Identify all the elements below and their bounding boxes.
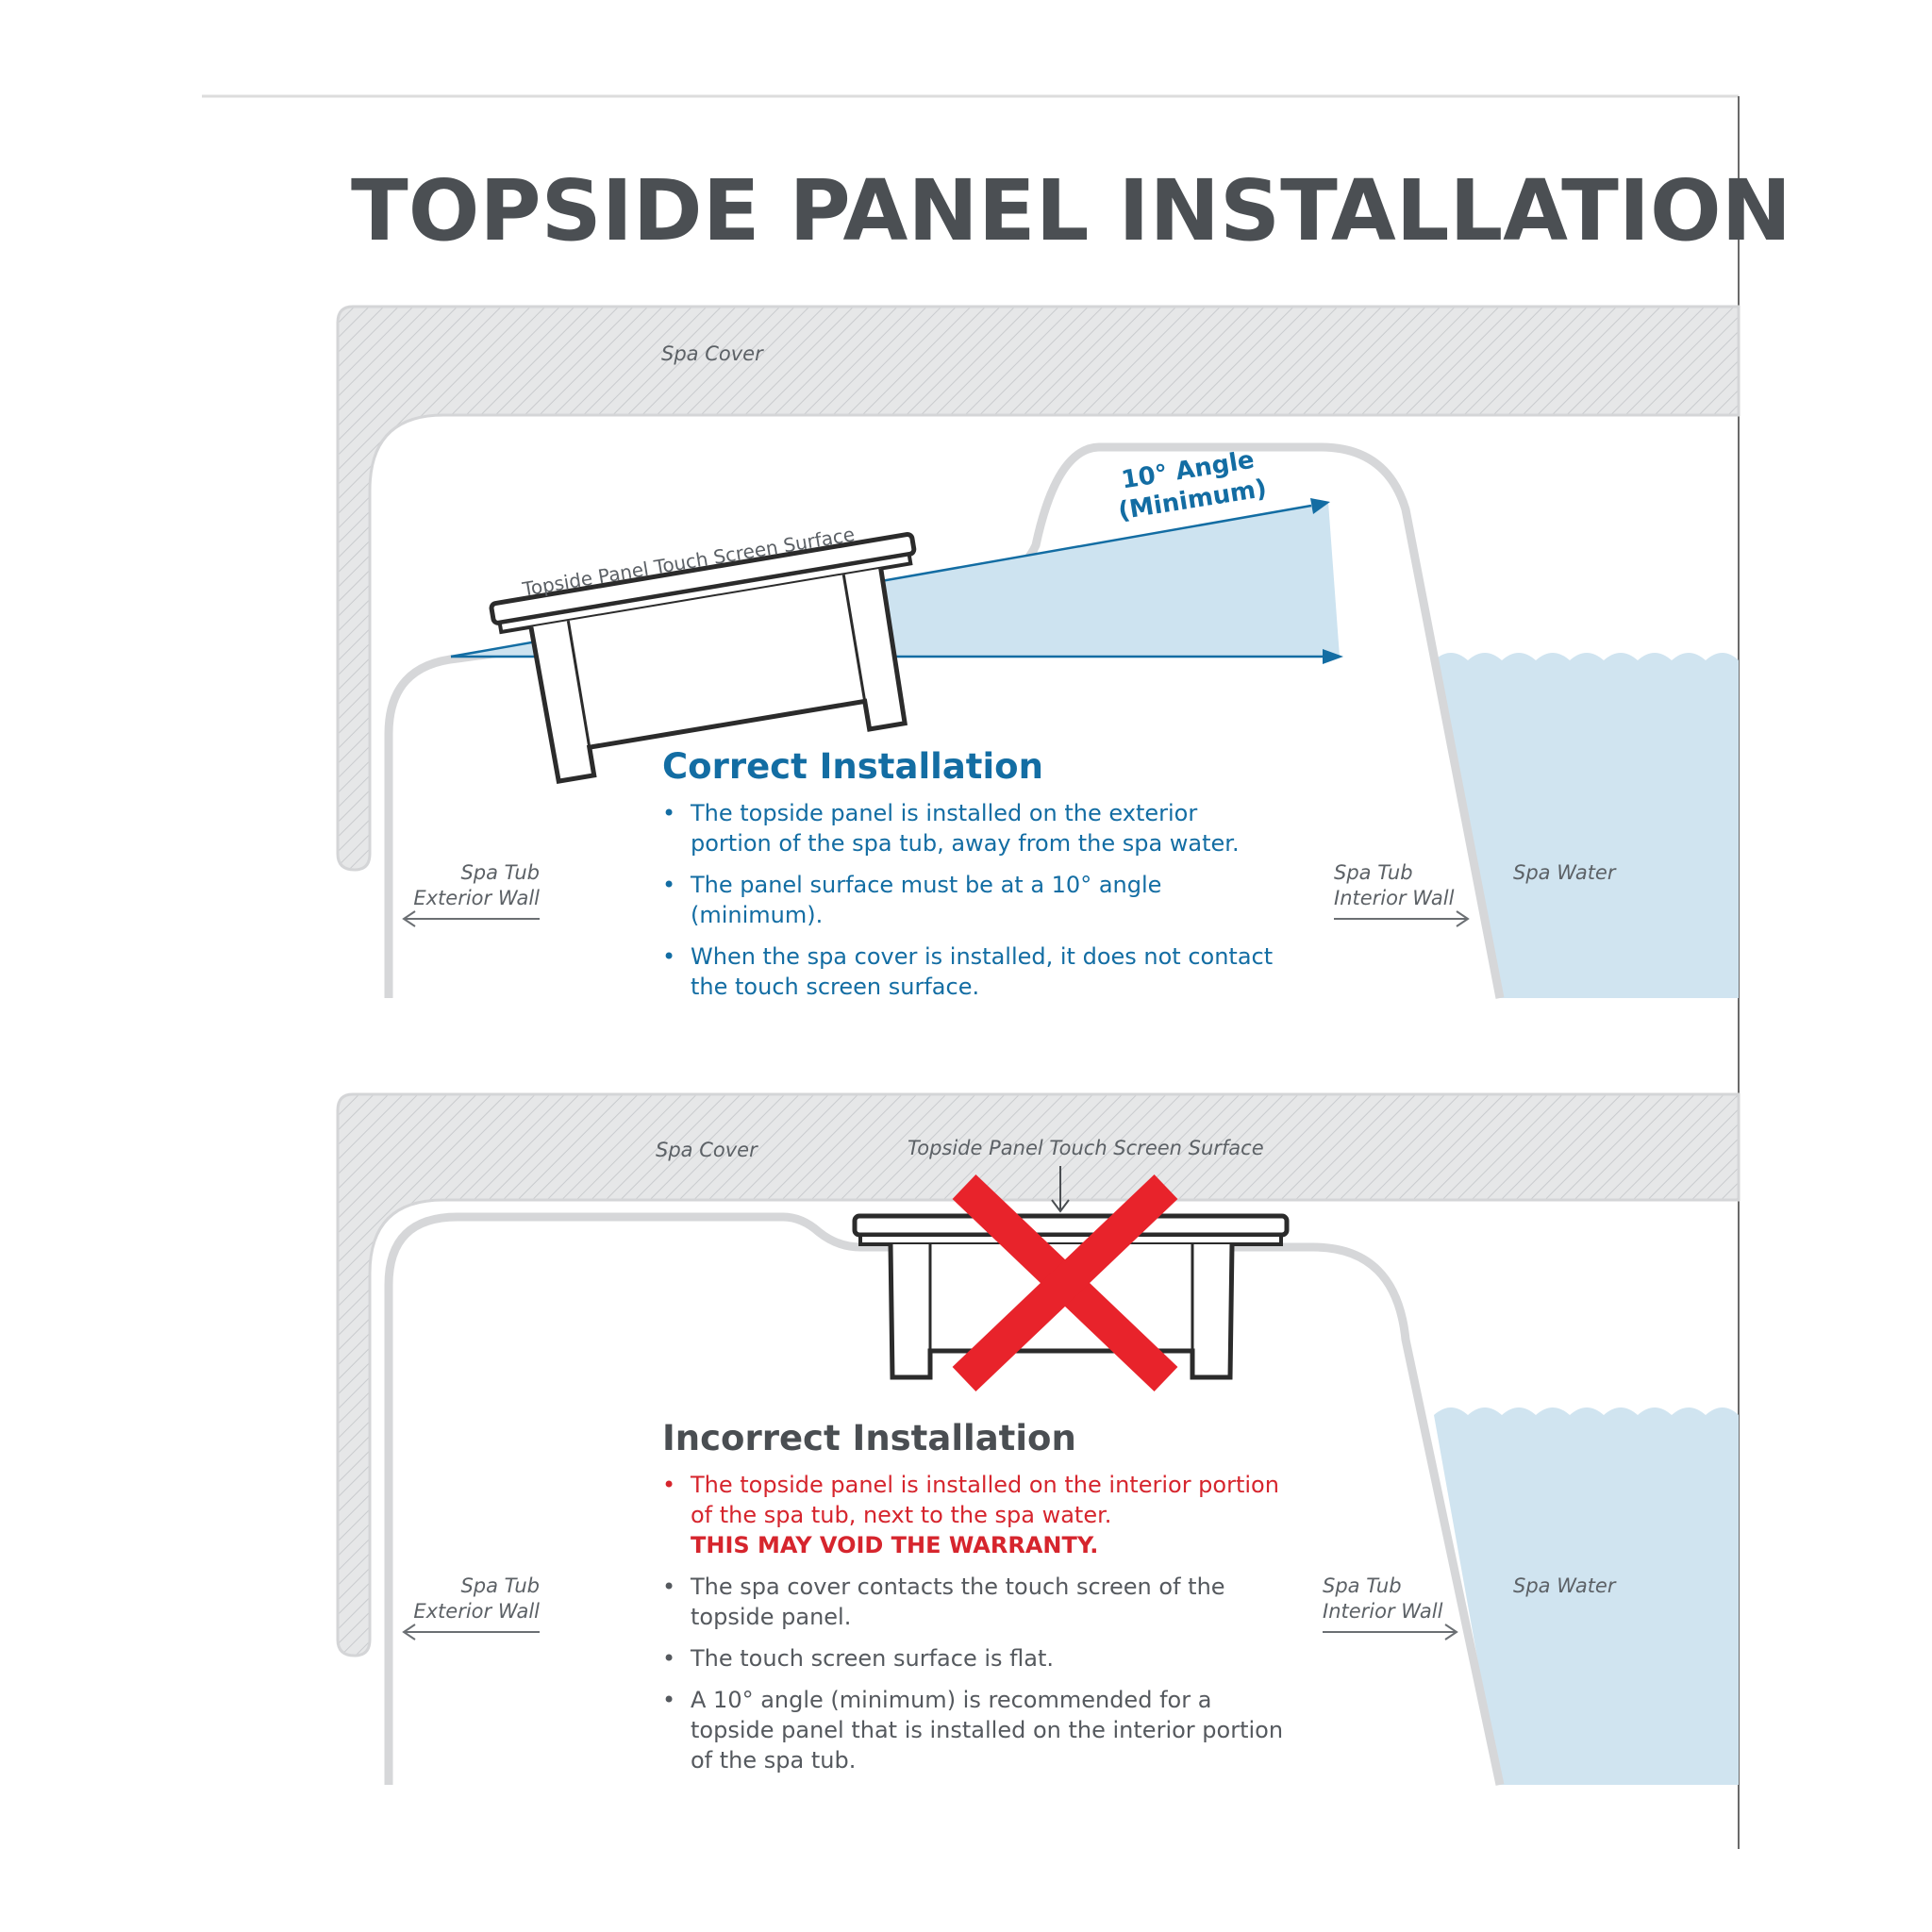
exterior-wall-label-top-line1: Spa Tub — [460, 861, 540, 884]
exterior-wall-label-bottom-line2: Exterior Wall — [413, 1600, 540, 1623]
incorrect-bullet-2: The touch screen surface is flat. — [662, 1643, 1285, 1674]
incorrect-warning-bullet: The topside panel is installed on the in… — [662, 1470, 1285, 1560]
exterior-wall-label-top-line2: Exterior Wall — [413, 887, 540, 909]
exterior-wall-label-bottom-line1: Spa Tub — [460, 1574, 540, 1597]
exterior-wall-label-bottom: Spa Tub Exterior Wall — [370, 1574, 540, 1624]
interior-wall-arrowhead-top — [1456, 910, 1470, 927]
interior-wall-arrowhead-bottom — [1444, 1624, 1458, 1641]
page-title: TOPSIDE PANEL INSTALLATION — [351, 161, 1792, 259]
topside-panel-tilted — [489, 532, 917, 784]
incorrect-warning-text: The topside panel is installed on the in… — [691, 1472, 1279, 1528]
spa-water-label-top: Spa Water — [1513, 861, 1616, 884]
incorrect-bullet-3: A 10° angle (minimum) is recommended for… — [662, 1685, 1285, 1775]
spa-tub-outline-top — [384, 442, 1505, 999]
correct-heading: Correct Installation — [662, 746, 1043, 787]
correct-bullet-list: The topside panel is installed on the ex… — [662, 798, 1285, 1013]
warranty-warning: THIS MAY VOID THE WARRANTY. — [691, 1532, 1099, 1558]
correct-bullet-1: The topside panel is installed on the ex… — [662, 798, 1285, 858]
angle-baseline-arrowhead — [1323, 649, 1343, 664]
interior-wall-label-bottom-line2: Interior Wall — [1323, 1600, 1443, 1623]
spa-tub-outline-bottom — [384, 1212, 1505, 1786]
spa-cover-label-bottom: Spa Cover — [656, 1139, 758, 1161]
spa-water-label-bottom: Spa Water — [1513, 1574, 1616, 1597]
incorrect-heading: Incorrect Installation — [662, 1418, 1076, 1458]
exterior-wall-arrowhead-bottom — [402, 1624, 416, 1641]
spa-cover-label-top: Spa Cover — [661, 342, 763, 365]
error-x-mark-b — [952, 1174, 1178, 1392]
interior-wall-label-bottom: Spa Tub Interior Wall — [1323, 1574, 1442, 1624]
correct-bullet-3: When the spa cover is installed, it does… — [662, 941, 1285, 1002]
interior-wall-label-bottom-line1: Spa Tub — [1323, 1574, 1402, 1597]
correct-bullet-2: The panel surface must be at a 10° angle… — [662, 870, 1285, 930]
touch-surface-pointer-head — [1051, 1199, 1070, 1213]
spa-water-bottom — [1434, 1407, 1739, 1785]
interior-wall-label-top-line2: Interior Wall — [1334, 887, 1455, 909]
spa-cover-top — [336, 305, 1740, 872]
incorrect-bullet-1: The spa cover contacts the touch screen … — [662, 1572, 1285, 1632]
spa-cover-bottom — [336, 1092, 1740, 1657]
incorrect-bullet-list: The topside panel is installed on the in… — [662, 1470, 1285, 1787]
exterior-wall-arrowhead-top — [402, 910, 416, 927]
interior-wall-label-top-line1: Spa Tub — [1334, 861, 1413, 884]
angle-slope-arrowhead — [1310, 498, 1330, 514]
interior-wall-label-top: Spa Tub Interior Wall — [1334, 860, 1454, 911]
spa-water-top — [1434, 653, 1739, 998]
touch-surface-label-bottom: Topside Panel Touch Screen Surface — [908, 1137, 1264, 1159]
exterior-wall-label-top: Spa Tub Exterior Wall — [370, 860, 540, 911]
